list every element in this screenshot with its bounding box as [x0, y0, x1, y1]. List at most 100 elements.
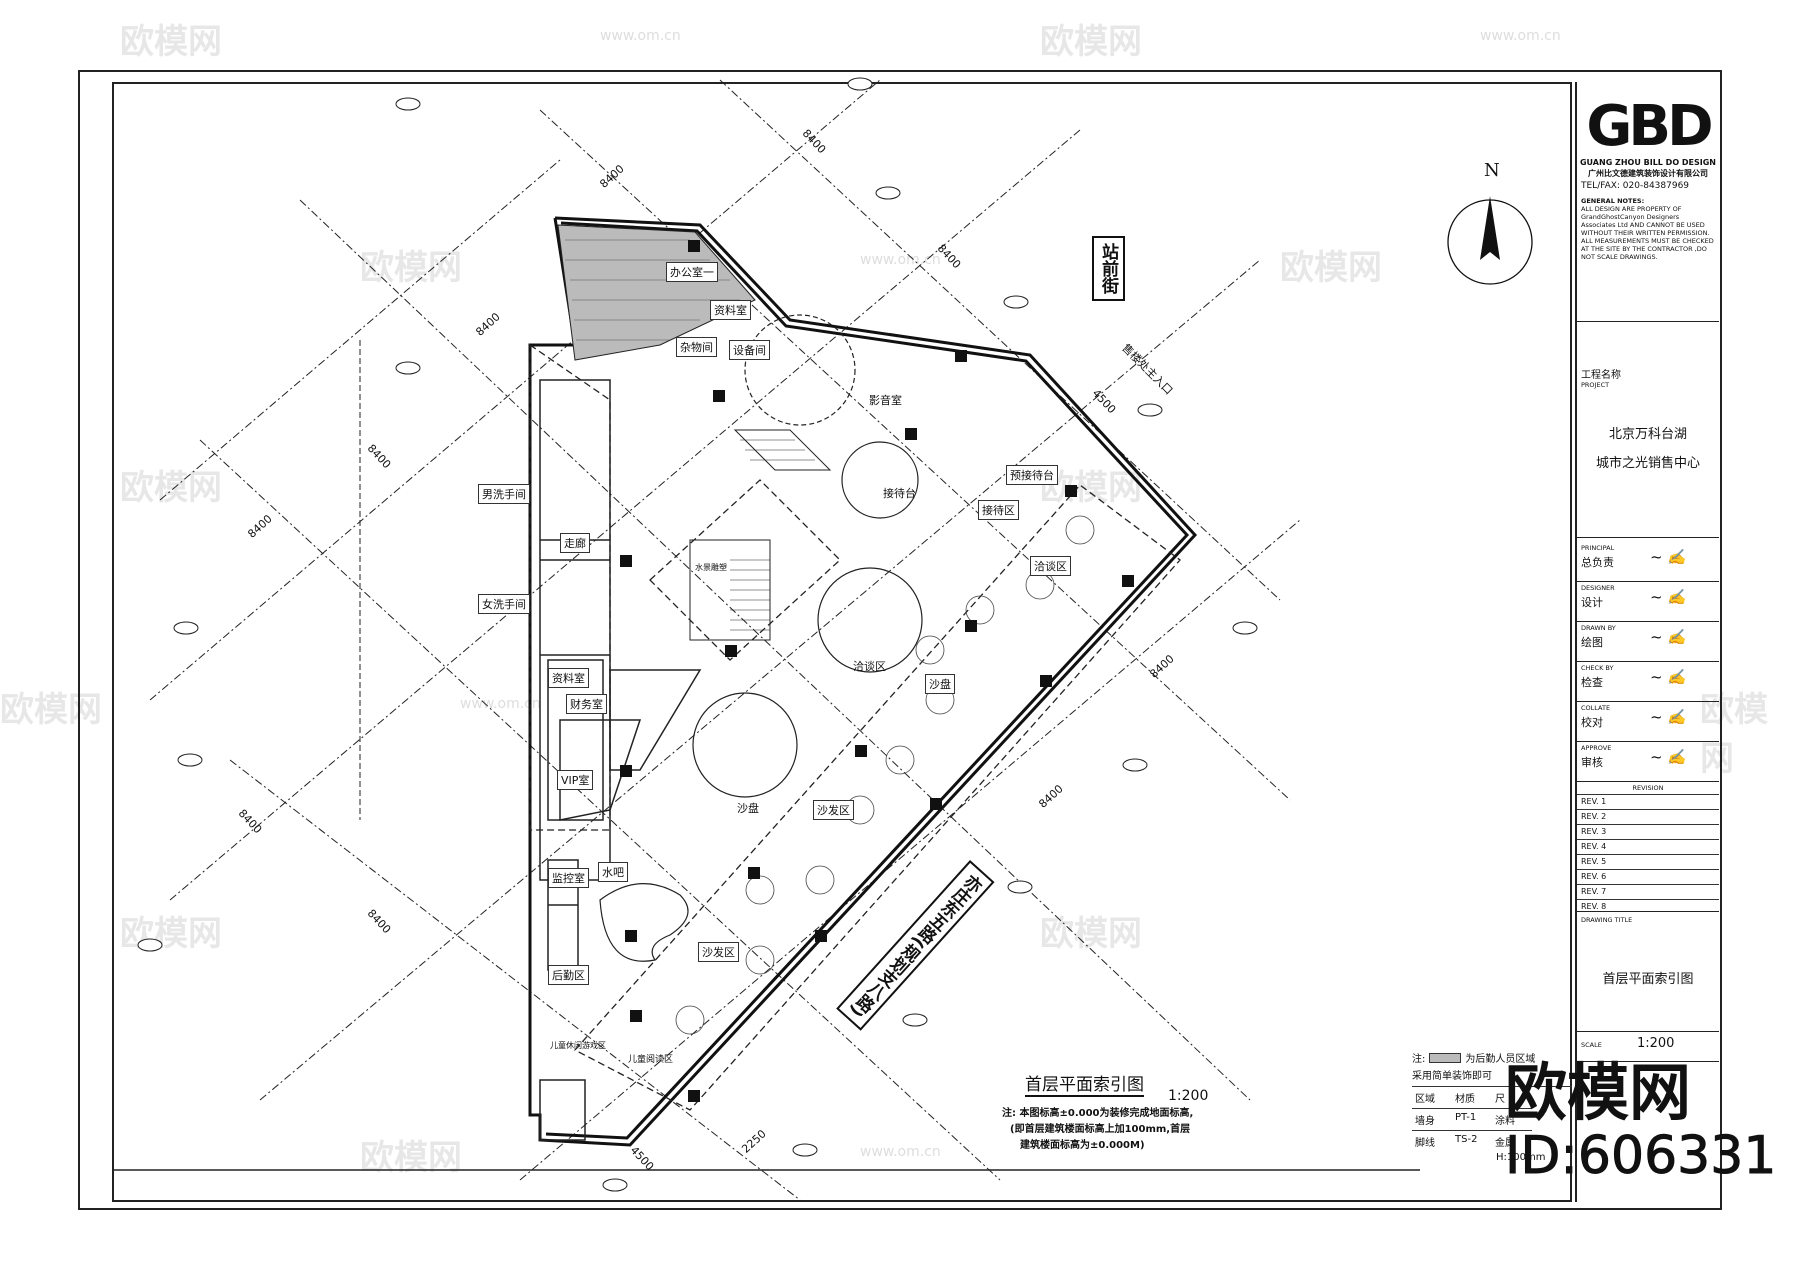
- north-arrow-icon: [1447, 196, 1533, 285]
- watermark-brand: 欧模网: [1700, 690, 1768, 779]
- scale-cell: SCALE 1:200: [1577, 1032, 1719, 1062]
- room-finance: 财务室: [566, 694, 607, 714]
- watermark-brand: 欧模网: [1040, 22, 1142, 62]
- room-kids-reading: 儿童阅读区: [628, 1055, 674, 1065]
- watermark-url: www.om.cn: [860, 252, 941, 268]
- company-tel: TEL/FAX: 020-84387969: [1581, 181, 1690, 191]
- revision-row: REV. 3: [1577, 824, 1719, 839]
- legend-cell: 金属: [1495, 1138, 1515, 1149]
- legend-note-2: 采用简单装饰即可: [1412, 1071, 1492, 1082]
- company-logo: GBD: [1586, 94, 1713, 159]
- room-sofa-1: 沙发区: [813, 800, 854, 820]
- revision-row: REV. 7: [1577, 884, 1719, 899]
- room-av: 影音室: [869, 394, 902, 407]
- project-name-line-2: 城市之光销售中心: [1595, 456, 1700, 471]
- room-womens-wc: 女洗手间: [478, 594, 530, 614]
- room-reception-desk: 接待台: [883, 487, 916, 500]
- scale-value: 1:200: [1636, 1036, 1675, 1051]
- room-reception-area: 接待区: [978, 500, 1019, 520]
- drawn-cn: 绘图: [1581, 636, 1603, 649]
- drawing-title-label: DRAWING TITLE: [1581, 916, 1633, 924]
- general-notes: ALL DESIGN ARE PROPERTY OF GrandGhostCan…: [1581, 205, 1714, 261]
- project-label-cn: 工程名称: [1581, 370, 1621, 381]
- principal-label: PRINCIPAL: [1581, 544, 1615, 552]
- watermark-brand: 欧模网: [0, 690, 102, 730]
- watermark-url: www.om.cn: [860, 1144, 941, 1160]
- watermark-id: ID:606331: [1504, 1126, 1777, 1187]
- legend-cell: 脚线: [1415, 1138, 1435, 1149]
- watermark-brand-large: 欧模网: [1505, 1056, 1692, 1129]
- room-monitor: 监控室: [548, 868, 589, 888]
- legend-height: H:100mm: [1496, 1152, 1546, 1163]
- room-pre-reception: 预接待台: [1006, 465, 1058, 485]
- signature-approve: ~ ✍: [1650, 748, 1687, 766]
- watermark-brand: 欧模网: [1280, 248, 1382, 288]
- legend-header: 尺: [1492, 1087, 1532, 1109]
- revision-row: REV. 2: [1577, 809, 1719, 824]
- project-label-en: PROJECT: [1581, 381, 1610, 389]
- drawn-cell: DRAWN BY 绘图: [1577, 622, 1719, 662]
- logo-cell: GBD GUANG ZHOU BILL DO DESIGN 广州比文德建筑装饰设…: [1577, 82, 1719, 322]
- legend-box: 注: 为后勤人员区域 采用简单装饰即可 区域 材质 尺 墙身 PT-1 涂料 脚…: [1412, 1050, 1572, 1168]
- drawing-title: 首层平面索引图: [1602, 972, 1694, 987]
- title-block: GBD GUANG ZHOU BILL DO DESIGN 广州比文德建筑装饰设…: [1575, 82, 1719, 1202]
- signature-drawn: ~ ✍: [1650, 628, 1687, 646]
- legend-cell: 墙身: [1412, 1109, 1452, 1131]
- designer-cn: 设计: [1581, 596, 1603, 609]
- room-storage: 杂物间: [676, 337, 717, 357]
- room-sandbox-1: 洽谈区: [853, 660, 886, 673]
- room-negotiation-1: 洽谈区: [1030, 556, 1071, 576]
- room-mens-wc: 男洗手间: [478, 484, 530, 504]
- revision-label: REVISION: [1632, 784, 1664, 792]
- room-logistics: 后勤区: [548, 965, 589, 985]
- revision-row: REV. 8: [1577, 899, 1719, 914]
- signature-check: ~ ✍: [1650, 668, 1687, 686]
- company-cn: 广州比文德建筑装饰设计有限公司: [1588, 169, 1708, 178]
- legend-cell: PT-1: [1452, 1109, 1492, 1131]
- revision-row: REV. 5: [1577, 854, 1719, 869]
- watermark-url: www.om.cn: [460, 696, 541, 712]
- collate-label: COLLATE: [1581, 704, 1611, 712]
- legend-header: 区域: [1412, 1087, 1452, 1109]
- collate-cn: 校对: [1581, 716, 1603, 729]
- room-office: 办公室一: [666, 262, 718, 282]
- check-cell: CHECK BY 检查: [1577, 662, 1719, 702]
- signature-principal: ~ ✍: [1650, 548, 1687, 566]
- room-negotiation-2: 沙盘: [925, 674, 955, 694]
- room-archive: 资料室: [710, 300, 751, 320]
- room-equipment: 设备间: [729, 340, 770, 360]
- room-vip: VIP室: [557, 770, 594, 790]
- scale-label: SCALE: [1581, 1041, 1602, 1049]
- watermark-brand: 欧模网: [120, 914, 222, 954]
- collate-cell: COLLATE 校对: [1577, 702, 1719, 742]
- room-kids-play: 儿童休闲游戏区: [550, 1041, 606, 1050]
- plan-note-1: 注: 本图标高±0.000为装修完成地面标高,: [1002, 1108, 1194, 1119]
- designer-cell: DESIGNER 设计: [1577, 582, 1719, 622]
- approve-cell: APPROVE 审核: [1577, 742, 1719, 782]
- company-en: GUANG ZHOU BILL DO DESIGN: [1579, 158, 1717, 167]
- drawn-label: DRAWN BY: [1581, 624, 1616, 632]
- check-label: CHECK BY: [1581, 664, 1614, 672]
- room-archive-2: 资料室: [548, 668, 589, 688]
- watermark-brand: 欧模网: [360, 1138, 462, 1178]
- drawing-frame: [112, 82, 1572, 1202]
- plan-note-3: 建筑楼面标高为±0.000M): [1020, 1140, 1145, 1151]
- revision-row: REV. 6: [1577, 869, 1719, 884]
- legend-cell: 涂料: [1492, 1109, 1532, 1131]
- watermark-brand: 欧模网: [1040, 914, 1142, 954]
- room-corridor: 走廊: [560, 533, 590, 553]
- check-cn: 检查: [1581, 676, 1603, 689]
- project-name-line-1: 北京万科台湖: [1608, 427, 1687, 442]
- drawing-title-cell: DRAWING TITLE 首层平面索引图: [1577, 912, 1719, 1032]
- plan-title: 首层平面索引图: [1025, 1070, 1144, 1097]
- watermark-brand: 欧模网: [120, 468, 222, 508]
- principal-cell: PRINCIPAL 总负责: [1577, 542, 1719, 582]
- legend-header: 材质: [1452, 1087, 1492, 1109]
- revision-row: REV. 4: [1577, 839, 1719, 854]
- room-sandbox-2: 沙盘: [737, 802, 759, 815]
- revision-row: REV. 1: [1577, 794, 1719, 809]
- north-label: N: [1484, 160, 1500, 181]
- watermark-brand: 欧模网: [120, 22, 222, 62]
